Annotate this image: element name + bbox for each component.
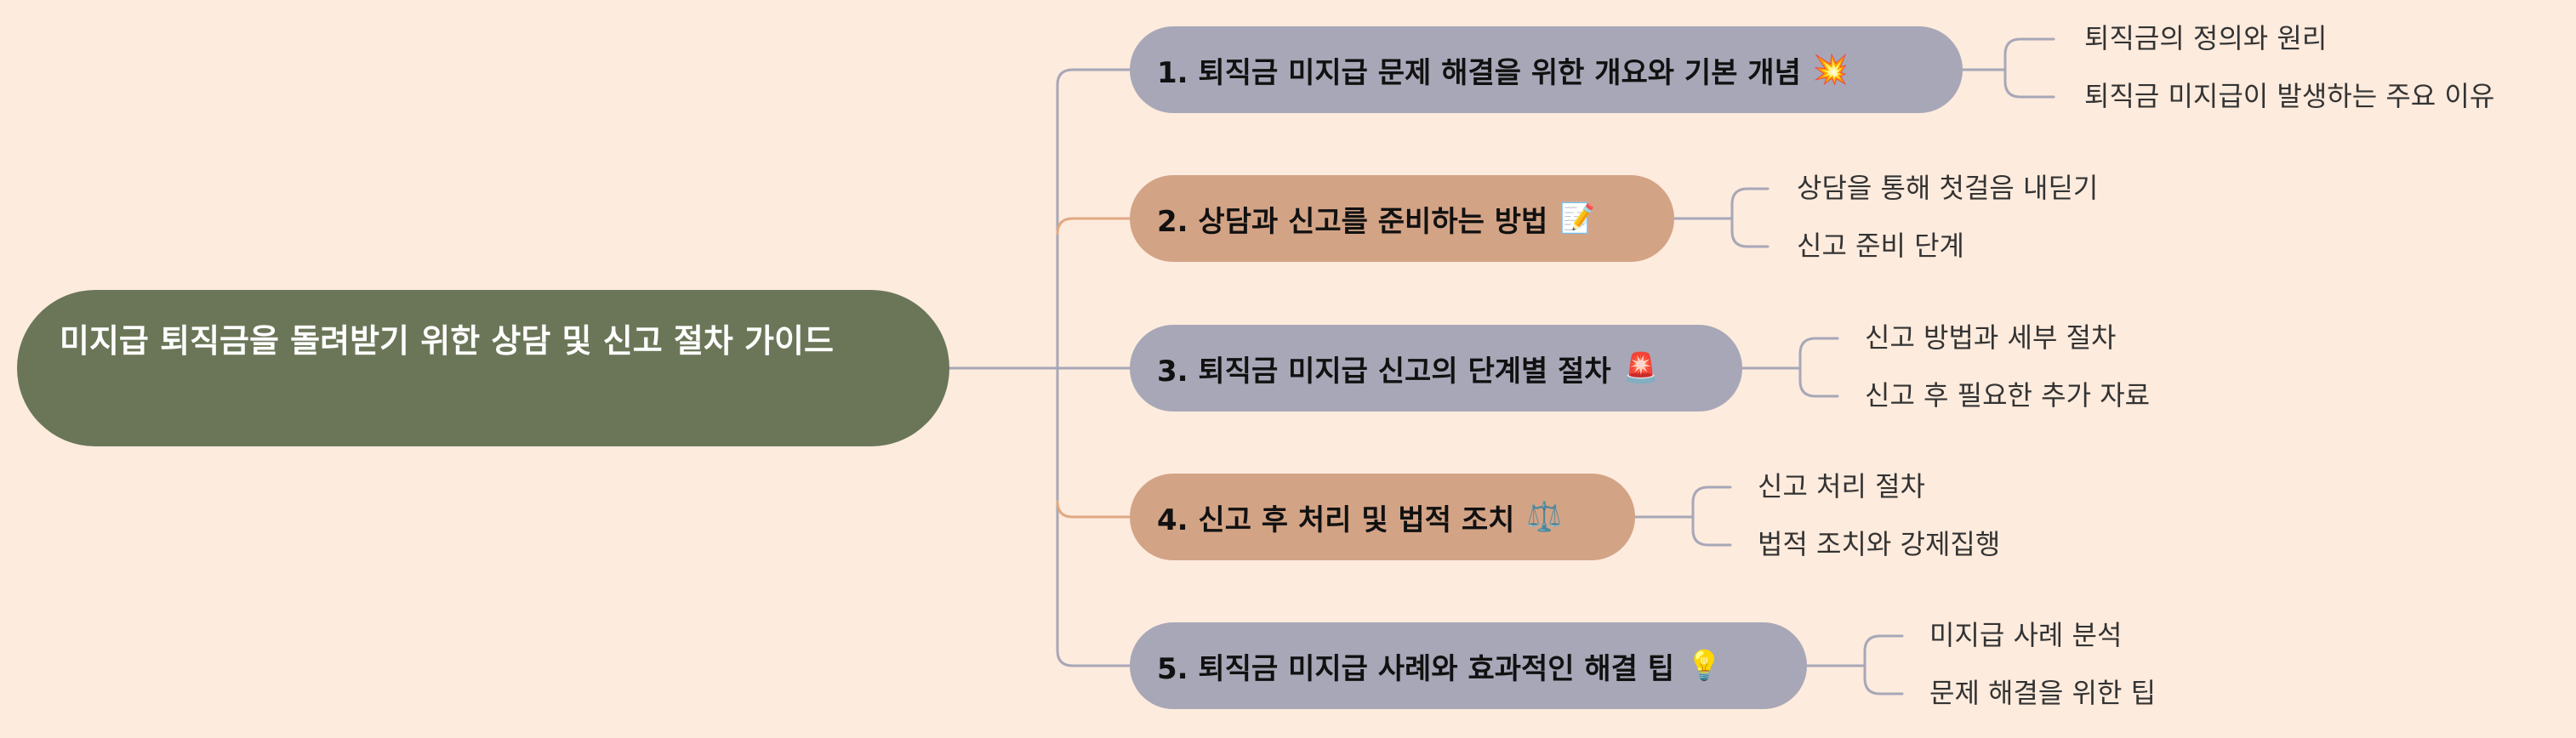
leaf-3-1[interactable]: 신고 방법과 세부 절차 — [1865, 321, 2117, 354]
lightbulb-icon: 💡 — [1686, 649, 1723, 683]
branch-1-label: 1. 퇴직금 미지급 문제 해결을 위한 개요와 기본 개념 — [1157, 55, 1801, 90]
leaf-1-2[interactable]: 퇴직금 미지급이 발생하는 주요 이유 — [2084, 80, 2495, 112]
root-topic-label: 미지급 퇴직금을 돌려받기 위한 상담 및 신고 절차 가이드 — [60, 322, 834, 360]
scales-icon: ⚖️ — [1526, 500, 1563, 534]
leaf-4-1[interactable]: 신고 처리 절차 — [1758, 470, 1925, 502]
leaf-connector-5 — [1805, 634, 1904, 695]
leaf-5-2[interactable]: 문제 해결을 위한 팁 — [1929, 677, 2157, 709]
branch-4-label: 4. 신고 후 처리 및 법적 조치 — [1157, 502, 1515, 537]
leaf-3-2[interactable]: 신고 후 필요한 추가 자료 — [1865, 379, 2151, 412]
leaf-connector-3 — [1741, 337, 1839, 398]
leaf-4-2[interactable]: 법적 조치와 강제집행 — [1758, 528, 2001, 560]
connector-branch-1 — [1056, 68, 1131, 87]
branch-2-label: 2. 상담과 신고를 준비하는 방법 — [1157, 204, 1548, 239]
leaf-2-2[interactable]: 신고 준비 단계 — [1797, 230, 1964, 262]
branch-5-label: 5. 퇴직금 미지급 사례와 효과적인 해결 팁 — [1157, 651, 1675, 686]
branch-4[interactable]: 4. 신고 후 처리 및 법적 조치 ⚖️ — [1130, 474, 1635, 560]
leaf-connector-4 — [1633, 485, 1732, 547]
branch-2[interactable]: 2. 상담과 신고를 준비하는 방법 📝 — [1130, 175, 1674, 262]
branch-3-label: 3. 퇴직금 미지급 신고의 단계별 절차 — [1157, 354, 1611, 389]
connector-branch-5 — [1056, 649, 1131, 667]
sparkle-burst-icon: 💥 — [1812, 53, 1849, 87]
connector-branch-4 — [1056, 500, 1131, 519]
branch-1[interactable]: 1. 퇴직금 미지급 문제 해결을 위한 개요와 기본 개념 💥 — [1130, 26, 1963, 113]
memo-icon: 📝 — [1559, 202, 1596, 236]
branch-5[interactable]: 5. 퇴직금 미지급 사례와 효과적인 해결 팁 💡 — [1130, 622, 1807, 709]
leaf-2-1[interactable]: 상담을 통해 첫걸음 내딛기 — [1797, 172, 2099, 204]
leaf-connector-1 — [1961, 37, 2055, 99]
root-topic[interactable]: 미지급 퇴직금을 돌려받기 위한 상담 및 신고 절차 가이드 — [17, 290, 949, 446]
leaf-1-1[interactable]: 퇴직금의 정의와 원리 — [2084, 22, 2328, 54]
leaf-5-1[interactable]: 미지급 사례 분석 — [1929, 619, 2123, 651]
leaf-connector-2 — [1673, 187, 1770, 248]
siren-icon: 🚨 — [1622, 351, 1660, 385]
connector-branch-2 — [1056, 217, 1131, 236]
branch-3[interactable]: 3. 퇴직금 미지급 신고의 단계별 절차 🚨 — [1130, 325, 1742, 412]
